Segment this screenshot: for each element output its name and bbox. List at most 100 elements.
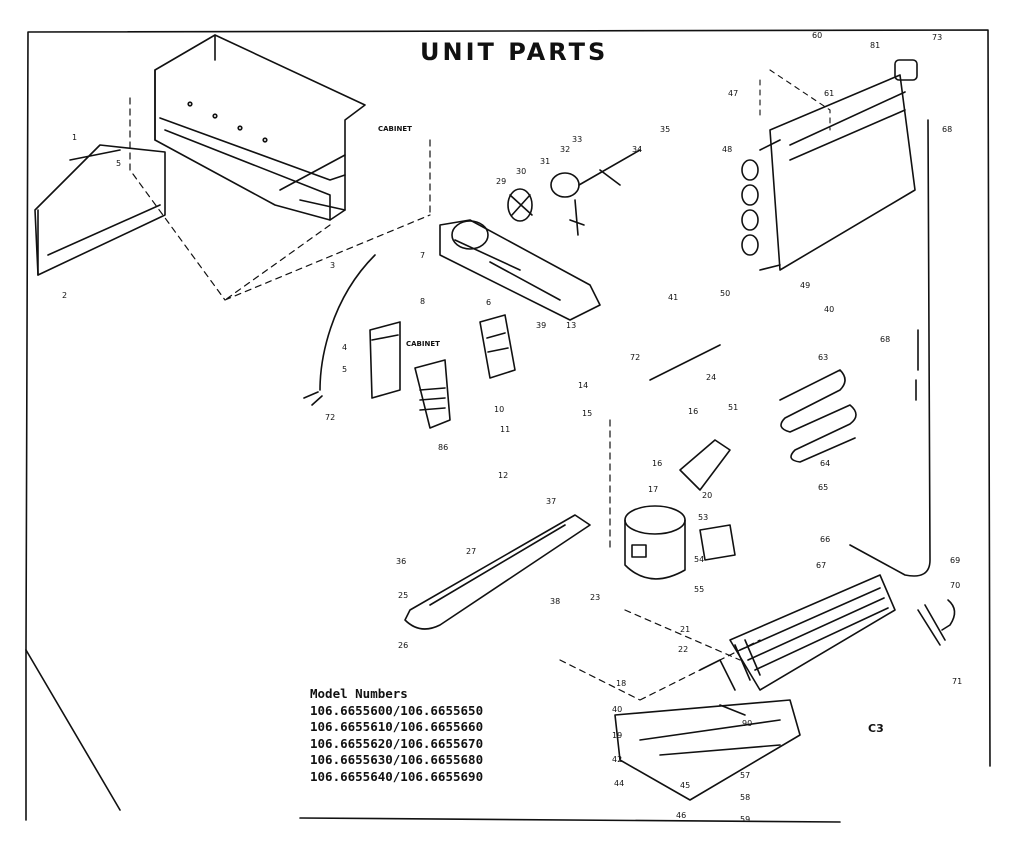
callout-c67: 48 — [722, 145, 732, 154]
callout-c32: 17 — [648, 485, 658, 494]
callout-c29: 16 — [688, 407, 698, 416]
model-number-line: 106.6655610/106.6655660 — [310, 719, 484, 734]
callout-c50: 44 — [614, 779, 624, 788]
callout-c73: 81 — [870, 41, 880, 50]
callout-c56: 59 — [740, 815, 750, 824]
callout-c57: 63 — [818, 353, 828, 362]
figure-code: C3 — [868, 722, 884, 735]
callout-c54: 57 — [740, 771, 750, 780]
callout-c47: 40 — [612, 705, 622, 714]
callout-c72: 61 — [824, 89, 834, 98]
mount-bracket — [679, 439, 731, 491]
callout-c23: 32 — [560, 145, 570, 154]
callout-c33: 20 — [702, 491, 712, 500]
cabinet-label: CABINET — [406, 340, 440, 348]
callout-c69: 50 — [720, 289, 730, 298]
callout-c68: 49 — [800, 281, 810, 290]
callout-c28: 24 — [706, 373, 716, 382]
callout-c60: 66 — [820, 535, 830, 544]
callout-c13: 11 — [500, 425, 510, 434]
callout-c53: 90 — [742, 719, 752, 728]
callout-c27: 41 — [668, 293, 678, 302]
callout-c64: 70 — [950, 581, 960, 590]
callout-c09: 5 — [342, 365, 347, 374]
callout-c61: 67 — [816, 561, 826, 570]
compressor — [624, 505, 686, 580]
callout-c75: 68 — [942, 125, 952, 134]
callout-c14: 12 — [498, 471, 508, 480]
callout-c51: 45 — [680, 781, 690, 790]
callout-c12: 10 — [494, 405, 504, 414]
model-number-line: 106.6655640/106.6655690 — [310, 768, 484, 784]
callout-c31: 16 — [652, 459, 662, 468]
callout-c52: 46 — [676, 811, 686, 820]
fan-shroud — [439, 219, 601, 321]
callout-c01: 1 — [72, 133, 77, 142]
callout-c48: 19 — [612, 731, 622, 740]
heater-element — [779, 369, 857, 463]
callout-c37: 23 — [590, 593, 600, 602]
callout-c07: 7 — [420, 251, 425, 260]
callout-c41: 27 — [466, 547, 476, 556]
tubing-24 — [649, 344, 721, 381]
callout-c45: 38 — [550, 597, 560, 606]
control-bracket — [369, 314, 516, 429]
callout-c05: 5 — [116, 159, 121, 168]
cabinet-labels: CABINET CABINET — [378, 125, 440, 348]
callout-c08: 8 — [420, 297, 425, 306]
callout-c40: 37 — [546, 497, 556, 506]
callout-c10: 72 — [325, 413, 335, 422]
model-number-line: 106.6655630/106.6655680 — [310, 752, 484, 767]
callout-c20: 29 — [496, 177, 506, 186]
callout-c34: 53 — [698, 513, 708, 522]
callout-c30: 51 — [728, 403, 738, 412]
fan-blade — [507, 188, 533, 222]
callout-c42: 36 — [396, 557, 406, 566]
callout-c24: 33 — [572, 135, 582, 144]
callout-c06: 6 — [486, 298, 491, 307]
callout-c22: 31 — [540, 157, 550, 166]
power-cord — [303, 254, 376, 406]
callout-c17: 15 — [582, 409, 592, 418]
callout-c74: 73 — [932, 33, 942, 42]
callout-c39: 22 — [678, 645, 688, 654]
callout-c38: 21 — [680, 625, 690, 634]
callout-c44: 26 — [398, 641, 408, 650]
callout-c71: 60 — [812, 31, 822, 40]
diagram-title: UNIT PARTS — [420, 38, 609, 66]
callout-numbers: 1234567857286101112131415397229303132333… — [62, 31, 962, 824]
cabinet-label: CABINET — [378, 125, 412, 133]
callout-c70: 40 — [824, 305, 834, 314]
callout-c04: 4 — [342, 343, 347, 352]
evaporator-fins — [729, 574, 896, 691]
callout-c43: 25 — [398, 591, 408, 600]
callout-c19: 72 — [630, 353, 640, 362]
model-numbers-heading: Model Numbers — [310, 686, 408, 701]
base-pan — [614, 659, 801, 801]
callout-c58: 64 — [820, 459, 830, 468]
condenser-coil — [741, 59, 918, 271]
callout-c65: 71 — [952, 677, 962, 686]
callout-c11: 86 — [438, 443, 448, 452]
overload-relay — [699, 524, 736, 561]
page-frame — [25, 29, 991, 767]
callout-c02: 2 — [62, 291, 67, 300]
capillary-tube — [849, 119, 931, 577]
side-bracket — [34, 144, 166, 276]
model-number-line: 106.6655600/106.6655650 — [310, 702, 484, 718]
fan-motor — [550, 149, 641, 236]
callout-c59: 65 — [818, 483, 828, 492]
callout-c15: 13 — [566, 321, 576, 330]
callout-c25: 34 — [632, 145, 642, 154]
callout-c03: 3 — [330, 261, 335, 270]
callout-c35: 54 — [694, 555, 704, 564]
callout-c36: 55 — [694, 585, 704, 594]
cabinet-shelf — [154, 34, 366, 221]
callout-c16: 14 — [578, 381, 588, 390]
callout-c26: 35 — [660, 125, 670, 134]
callout-c55: 58 — [740, 793, 750, 802]
callout-c62: 68 — [880, 335, 890, 344]
model-numbers-block: Model Numbers 106.6655600/106.6655650 10… — [310, 686, 483, 785]
